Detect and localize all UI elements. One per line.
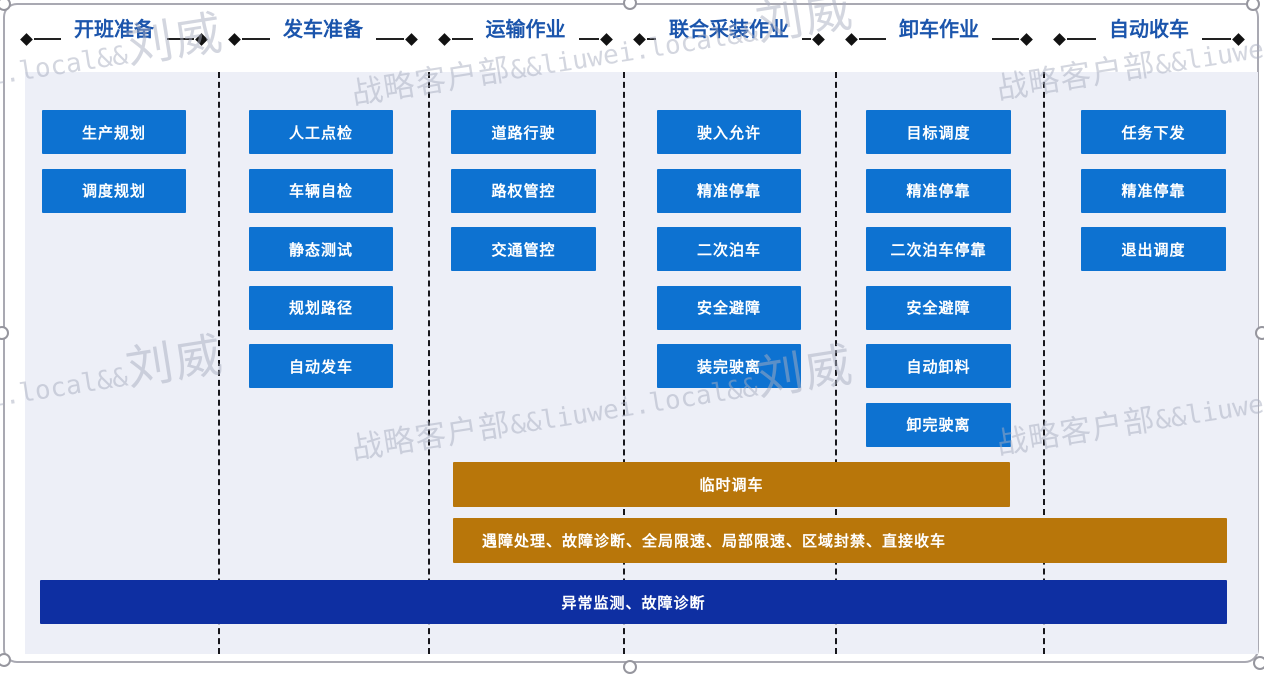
step-box[interactable]: 精准停靠 — [866, 168, 1011, 213]
phase-header: 开班准备 — [10, 19, 218, 52]
phase-column-1: 生产规划调度规划 — [42, 110, 186, 227]
connection-handle[interactable] — [623, 660, 637, 674]
phase-title: 发车准备 — [283, 18, 363, 41]
header-line — [376, 38, 404, 40]
phase-separator-line — [623, 72, 625, 654]
step-box[interactable]: 生产规划 — [42, 110, 186, 154]
step-box[interactable]: 自动卸料 — [866, 344, 1011, 389]
bar-anomaly-monitoring[interactable]: 异常监测、故障诊断 — [40, 580, 1227, 624]
phase-separator-line — [428, 72, 430, 654]
step-box[interactable]: 安全避障 — [866, 285, 1011, 330]
step-box[interactable]: 二次泊车 — [657, 227, 801, 272]
step-box[interactable]: 二次泊车停靠 — [866, 227, 1011, 272]
phase-header: 联合采装作业 — [623, 19, 835, 52]
step-box[interactable]: 精准停靠 — [657, 168, 801, 213]
header-line — [1067, 38, 1096, 40]
diamond-endpoint-icon — [1020, 32, 1033, 46]
connection-handle[interactable] — [0, 326, 9, 340]
header-line — [647, 38, 656, 40]
connection-handle[interactable] — [623, 0, 637, 10]
step-box[interactable]: 路权管控 — [451, 168, 596, 213]
step-box[interactable]: 精准停靠 — [1081, 168, 1226, 213]
diamond-endpoint-icon — [405, 32, 418, 46]
step-box[interactable]: 装完驶离 — [657, 344, 801, 389]
step-box[interactable]: 道路行驶 — [451, 110, 596, 154]
header-line — [34, 38, 61, 40]
phase-title: 联合采装作业 — [669, 18, 789, 41]
phase-header: 卸车作业 — [835, 19, 1043, 52]
header-line — [802, 38, 811, 40]
diamond-endpoint-icon — [1232, 32, 1245, 46]
header-line — [167, 38, 194, 40]
header-line — [992, 38, 1019, 40]
step-box[interactable]: 车辆自检 — [249, 168, 393, 213]
bar-label: 临时调车 — [699, 477, 764, 494]
phase-header: 运输作业 — [428, 19, 623, 52]
step-box[interactable]: 规划路径 — [249, 285, 393, 330]
phase-title: 开班准备 — [74, 18, 154, 41]
phase-separator-line — [218, 72, 220, 654]
step-box[interactable]: 退出调度 — [1081, 227, 1226, 272]
diamond-endpoint-icon — [633, 32, 646, 46]
phase-title: 卸车作业 — [899, 18, 979, 41]
connection-handle[interactable] — [1253, 656, 1264, 670]
diamond-endpoint-icon — [20, 32, 33, 46]
bar-label: 异常监测、故障诊断 — [561, 594, 706, 612]
diamond-endpoint-icon — [438, 32, 451, 46]
diamond-endpoint-icon — [228, 32, 241, 46]
step-box[interactable]: 卸完驶离 — [866, 402, 1011, 447]
diamond-endpoint-icon — [195, 32, 208, 46]
diamond-endpoint-icon — [812, 32, 825, 46]
connection-handle[interactable] — [0, 0, 11, 11]
diagram-panel — [25, 72, 1258, 654]
step-box[interactable]: 调度规划 — [42, 168, 186, 213]
header-line — [859, 38, 886, 40]
step-box[interactable]: 静态测试 — [249, 227, 393, 272]
phase-column-4: 驶入允许精准停靠二次泊车安全避障装完驶离 — [657, 110, 801, 403]
header-line — [1202, 38, 1231, 40]
bar-exception-handling[interactable]: 遇障处理、故障诊断、全局限速、局部限速、区域封禁、直接收车 — [453, 518, 1227, 563]
phase-title: 自动收车 — [1109, 18, 1189, 41]
phase-column-5: 目标调度精准停靠二次泊车停靠安全避障自动卸料卸完驶离 — [866, 110, 1011, 462]
step-box[interactable]: 交通管控 — [451, 227, 596, 272]
diamond-endpoint-icon — [1053, 32, 1066, 46]
step-box[interactable]: 任务下发 — [1081, 110, 1226, 154]
step-box[interactable]: 驶入允许 — [657, 110, 801, 154]
phase-column-2: 人工点检车辆自检静态测试规划路径自动发车 — [249, 110, 393, 403]
phase-header: 自动收车 — [1043, 19, 1255, 52]
bar-temporary-dispatch[interactable]: 临时调车 — [453, 462, 1010, 507]
phase-column-3: 道路行驶路权管控交通管控 — [451, 110, 596, 286]
header-line — [578, 38, 599, 40]
step-box[interactable]: 目标调度 — [866, 110, 1011, 154]
step-box[interactable]: 人工点检 — [249, 110, 393, 154]
header-line — [452, 38, 473, 40]
connection-handle[interactable] — [1255, 326, 1264, 340]
bar-label: 遇障处理、故障诊断、全局限速、局部限速、区域封禁、直接收车 — [481, 533, 946, 550]
phase-title: 运输作业 — [485, 18, 566, 41]
diamond-endpoint-icon — [600, 32, 613, 46]
step-box[interactable]: 安全避障 — [657, 285, 801, 330]
phase-column-6: 任务下发精准停靠退出调度 — [1081, 110, 1226, 286]
phase-separator-line — [835, 72, 837, 654]
phase-header: 发车准备 — [218, 19, 428, 52]
diamond-endpoint-icon — [845, 32, 858, 46]
connection-handle[interactable] — [1246, 0, 1260, 11]
phase-separator-line — [1043, 72, 1045, 654]
header-line — [242, 38, 270, 40]
step-box[interactable]: 自动发车 — [249, 344, 393, 389]
connection-handle[interactable] — [0, 653, 11, 667]
